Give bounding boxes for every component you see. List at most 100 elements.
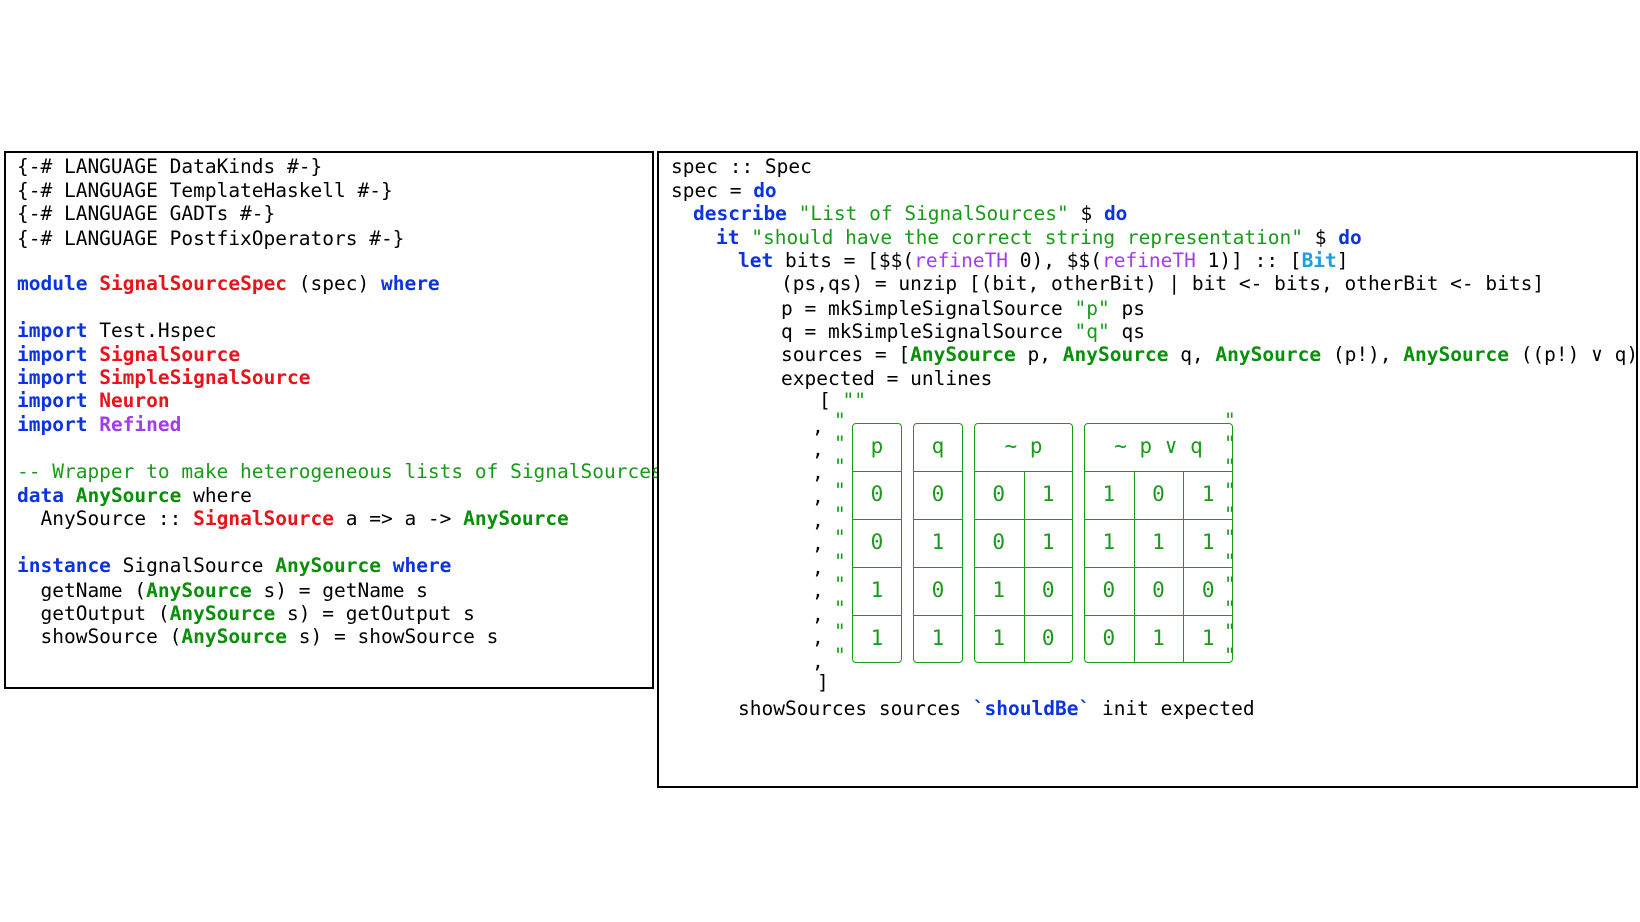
comment-line: -- Wrapper to make heterogeneous lists o… — [17, 460, 663, 483]
let-part: bits = [$$( — [773, 249, 915, 272]
row-divider — [913, 519, 963, 520]
row-divider — [1084, 615, 1233, 616]
truth-table-cell: 1 — [1102, 482, 1116, 506]
where-text: where — [181, 484, 252, 507]
unzip-line: (ps,qs) = unzip [(bit, otherBit) | bit <… — [781, 272, 1545, 295]
q-def: q = mkSimpleSignalSource — [781, 320, 1075, 343]
method-pre: getName ( — [17, 579, 147, 602]
truth-table-cell: 0 — [992, 530, 1006, 554]
truth-table-cell: 0 — [1041, 626, 1055, 650]
list-comma: , — [812, 415, 824, 438]
close-quote: " — [1224, 479, 1236, 502]
truth-table-header: ~ p ∨ q — [1114, 434, 1203, 458]
truth-table-cell: 1 — [1102, 530, 1116, 554]
describe-keyword: describe — [693, 202, 787, 225]
truth-table-cell: 1 — [931, 626, 945, 650]
constructor-prefix: AnySource :: — [17, 507, 194, 530]
import-module: Test.Hspec — [99, 319, 217, 342]
refine-fn: refineTH — [1101, 249, 1196, 272]
assertion-part: init expected — [1090, 697, 1255, 720]
do-keyword: do — [1338, 226, 1362, 249]
truth-table-cell: 0 — [931, 482, 945, 506]
let-line: let bits = [$$(refineTH 0), $$(refineTH … — [738, 249, 1349, 273]
row-divider — [913, 615, 963, 616]
type-name: AnySource — [1403, 343, 1509, 366]
close-quote: " — [1224, 597, 1236, 620]
spec-def: spec = — [671, 179, 754, 202]
type-name: AnySource — [275, 554, 381, 577]
describe-line: describe "List of SignalSources" $ do — [693, 202, 1127, 226]
method-line: getOutput (AnySource s) = getOutput s — [17, 602, 475, 626]
it-line: it "should have the correct string repre… — [716, 226, 1362, 250]
import-line: import SimpleSignalSource — [17, 366, 311, 390]
do-keyword: do — [1103, 202, 1128, 225]
dollar-op: $ — [1068, 202, 1104, 225]
close-quote: " — [1224, 455, 1236, 478]
truth-table-column-group — [913, 423, 963, 663]
row-divider — [852, 471, 902, 472]
instance-keyword: instance — [17, 554, 111, 577]
list-comma: , — [812, 579, 824, 602]
pragma-line: {-# LANGUAGE PostfixOperators #-} — [17, 227, 405, 250]
list-comma: , — [812, 461, 824, 484]
truth-table-cell: 1 — [870, 626, 884, 650]
q-string: "q" — [1074, 320, 1110, 343]
assertion-line: showSources sources `shouldBe` init expe… — [738, 697, 1255, 721]
bit-type: Bit — [1301, 249, 1337, 272]
row-divider — [913, 567, 963, 568]
type-name: AnySource — [169, 602, 276, 625]
type-name: AnySource — [146, 579, 252, 602]
method-line: getName (AnySource s) = getName s — [17, 579, 427, 603]
open-quote: " — [834, 573, 846, 596]
expected-line: expected = unlines — [781, 367, 993, 390]
list-comma: , — [812, 509, 824, 532]
let-keyword: let — [738, 249, 774, 272]
sources-line: sources = [AnySource p, AnySource q, Any… — [781, 343, 1640, 367]
import-module: SimpleSignalSource — [99, 366, 311, 389]
close-quote: " — [1224, 573, 1236, 596]
instance-class: SignalSource — [110, 554, 276, 577]
class-name: SignalSource — [193, 507, 334, 530]
truth-table-cell: 1 — [1152, 530, 1165, 554]
shouldbe-operator: `shouldBe` — [972, 697, 1091, 720]
do-keyword: do — [753, 179, 777, 202]
type-name: AnySource — [75, 484, 182, 507]
row-divider — [1084, 471, 1233, 472]
right-code-panel: spec :: Spec spec = do describe "List of… — [657, 151, 1640, 788]
truth-table-cell: 1 — [992, 578, 1006, 602]
type-name: AnySource — [181, 625, 288, 648]
type-name: AnySource — [1215, 343, 1322, 366]
pragma-line: {-# LANGUAGE DataKinds #-} — [17, 155, 323, 178]
spec-signature: spec :: Spec — [671, 155, 812, 178]
list-comma: , — [812, 438, 824, 461]
list-comma: , — [812, 626, 824, 649]
open-quote: " — [834, 432, 846, 455]
open-quote: " — [834, 503, 846, 526]
where-keyword: where — [392, 554, 452, 577]
truth-table-header: q — [931, 434, 945, 458]
p-string: "p" — [1074, 297, 1110, 320]
import-module: Neuron — [99, 389, 170, 412]
truth-table-cell: 1 — [1201, 530, 1215, 554]
close-quote: " — [1224, 503, 1236, 526]
assertion-part: showSources sources — [738, 697, 973, 720]
sources-part: (p!), — [1321, 343, 1404, 366]
describe-string: "List of SignalSources" — [798, 202, 1069, 225]
import-line: import Neuron — [17, 389, 170, 413]
open-quote: " — [834, 620, 846, 643]
method-post: s) = getOutput s — [275, 602, 475, 625]
where-keyword: where — [380, 272, 440, 295]
method-pre: getOutput ( — [17, 602, 170, 625]
let-part: 0), $$( — [1008, 249, 1102, 272]
truth-table-column-group — [1084, 423, 1233, 663]
type-name: AnySource — [910, 343, 1016, 366]
truth-table-cell: 0 — [1102, 626, 1116, 650]
truth-table-cell: 1 — [931, 530, 945, 554]
type-name: AnySource — [1062, 343, 1169, 366]
it-string: "should have the correct string represen… — [751, 226, 1304, 249]
truth-table-cell: 0 — [1041, 578, 1055, 602]
close-quote: " — [1224, 550, 1236, 573]
data-decl-line: data AnySource where — [17, 484, 252, 508]
row-divider — [1084, 519, 1233, 520]
method-line: showSource (AnySource s) = showSource s — [17, 625, 498, 649]
